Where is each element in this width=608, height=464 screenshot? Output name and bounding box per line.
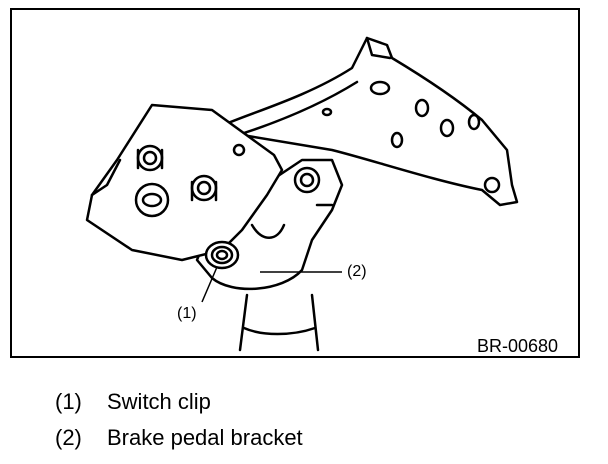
legend-item-1-num: (1) bbox=[55, 389, 82, 414]
callout-1: (1) bbox=[177, 305, 197, 322]
legend-item-2-num: (2) bbox=[55, 425, 82, 450]
leader-line-1 bbox=[201, 266, 218, 303]
legend-item-1-text: Switch clip bbox=[107, 389, 211, 414]
callout-2: (2) bbox=[347, 263, 367, 280]
brake-pedal-bracket-illustration bbox=[85, 36, 519, 352]
pedal-arm bbox=[238, 293, 320, 352]
switch-clip bbox=[204, 240, 240, 270]
bracket-upper bbox=[210, 36, 519, 207]
legend-item-2-text: Brake pedal bracket bbox=[107, 425, 303, 450]
figure-code: BR-00680 bbox=[477, 336, 559, 356]
diagram-frame: (1) (2) BR-00680 bbox=[10, 8, 580, 358]
legend-item-2: (2) Brake pedal bracket bbox=[55, 426, 303, 450]
legend-item-1: (1) Switch clip bbox=[55, 390, 211, 414]
